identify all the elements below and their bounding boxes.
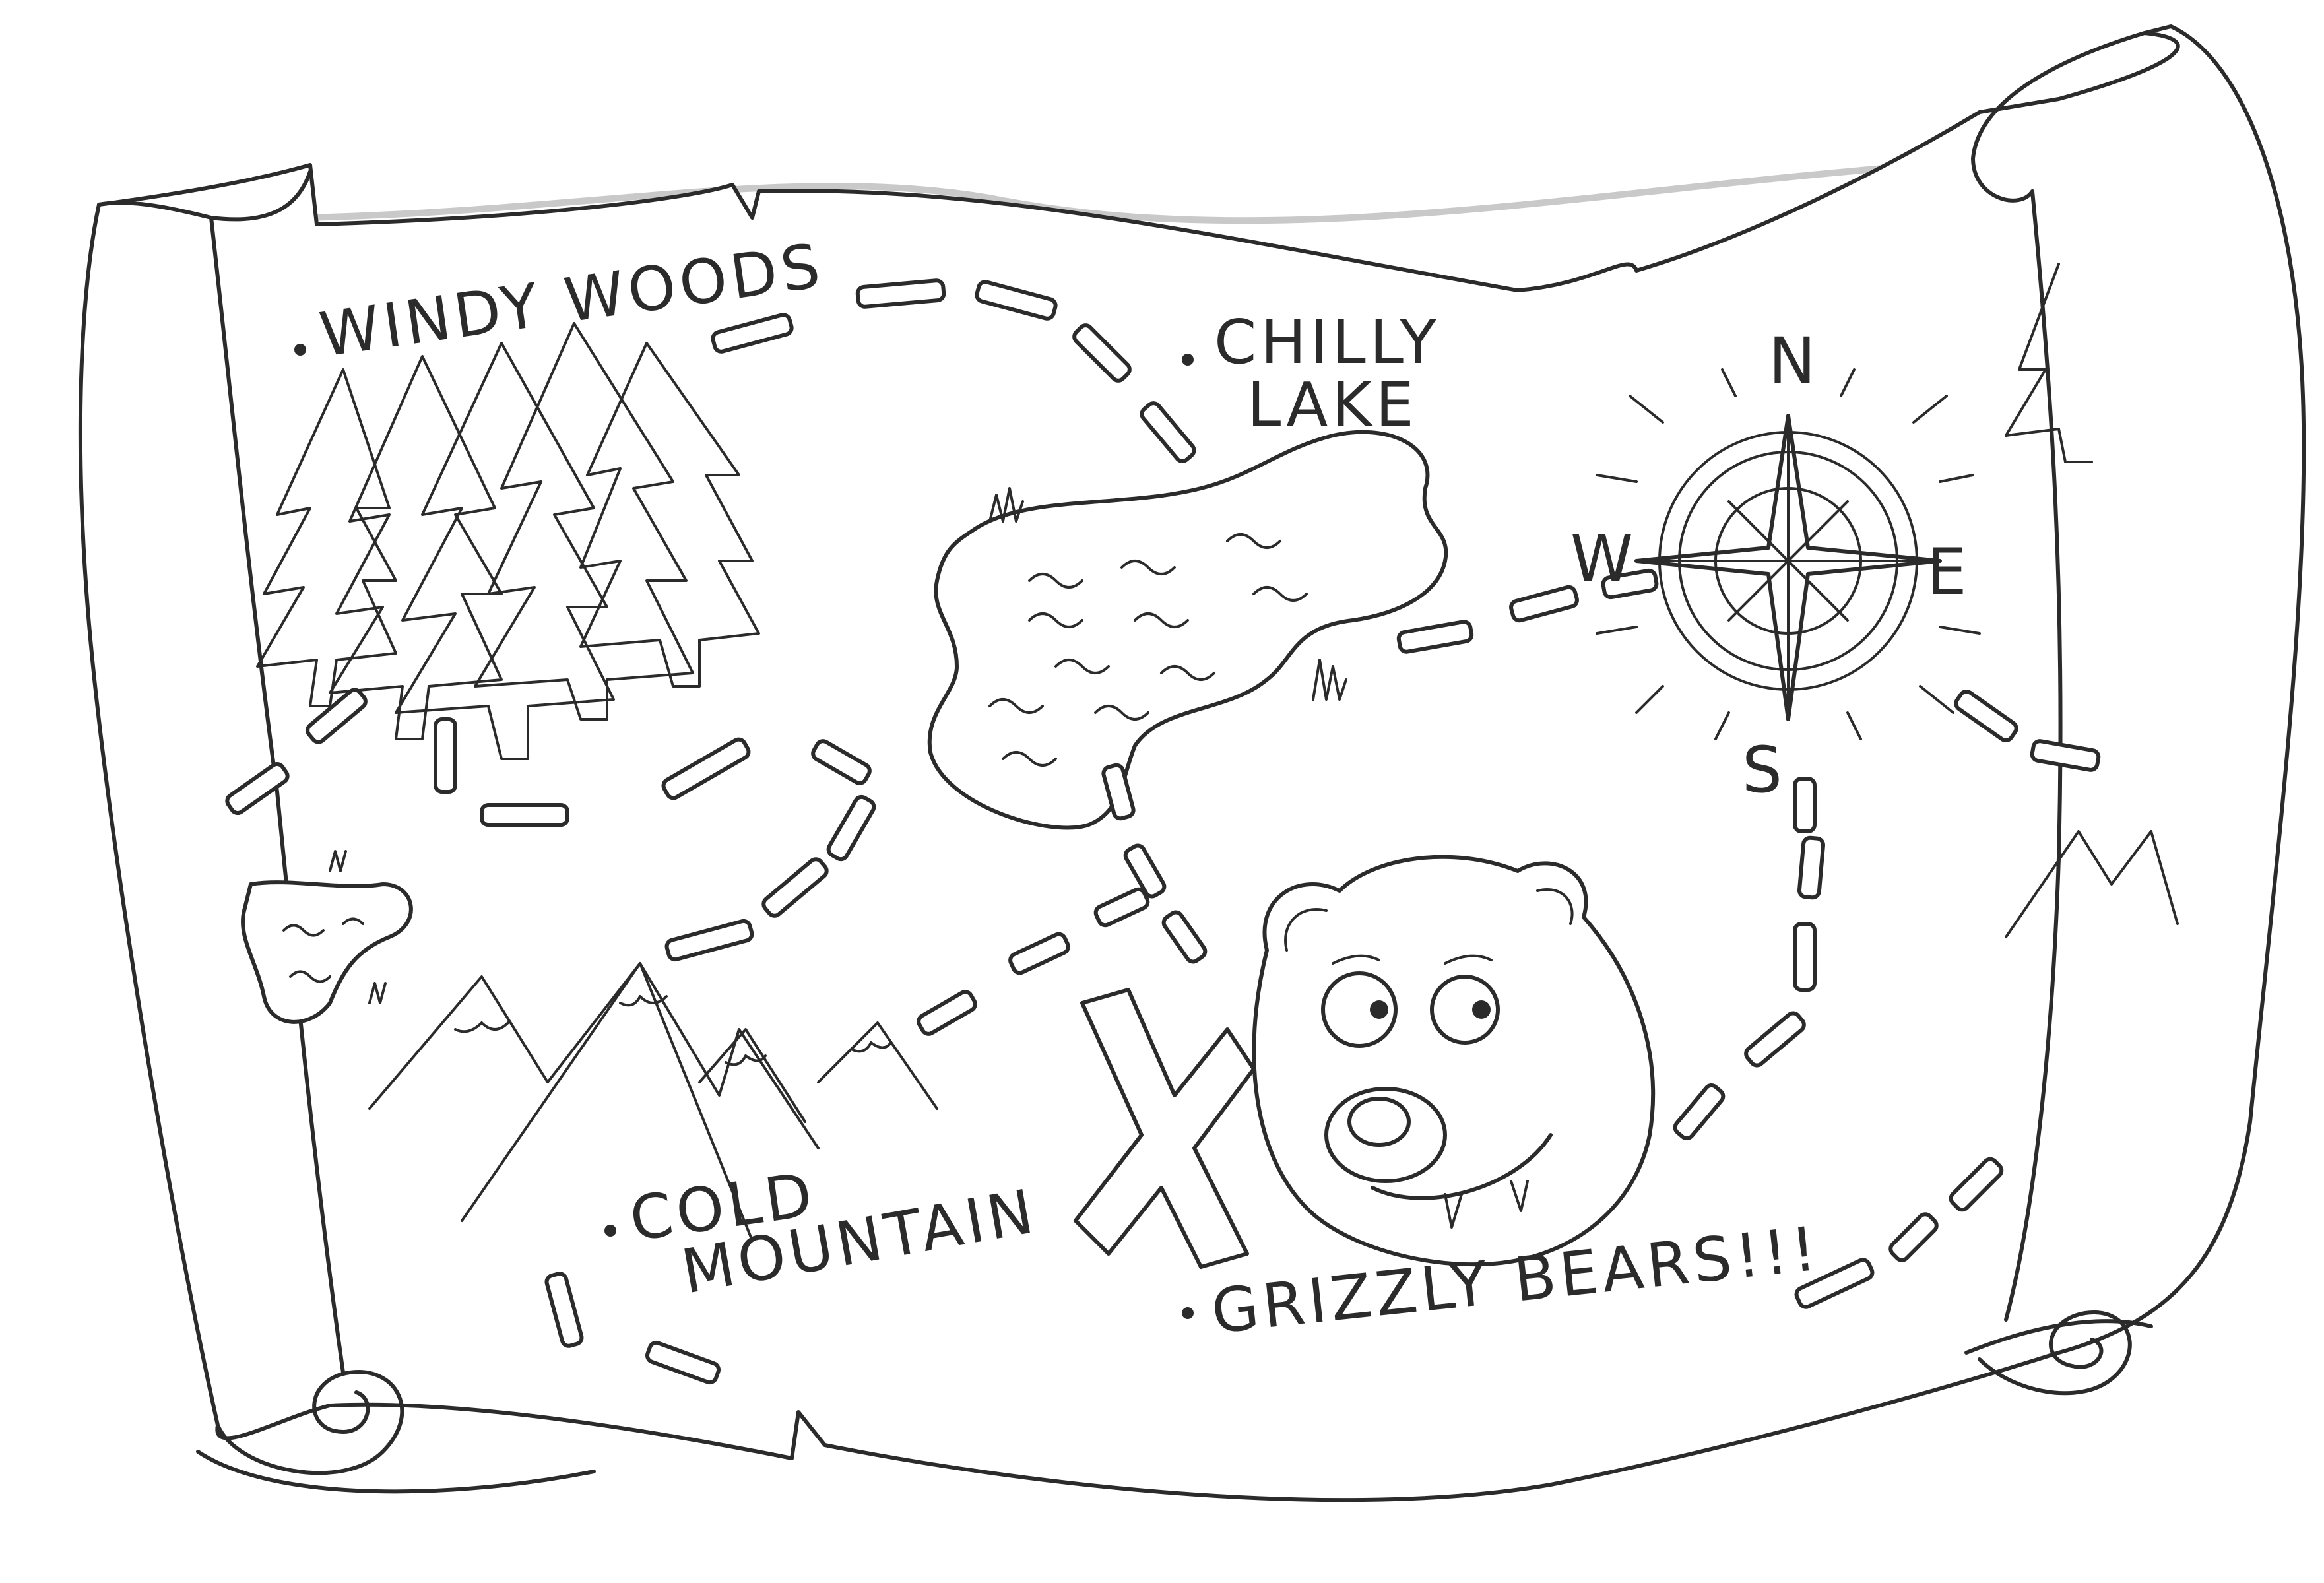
compass-rose bbox=[1596, 368, 1981, 740]
edge-tree bbox=[2005, 263, 2093, 463]
cold-mountain-range bbox=[368, 830, 2179, 1242]
grizzly-bear bbox=[1252, 855, 1656, 1267]
compass-north-label: N bbox=[1768, 324, 1816, 398]
chilly-lake bbox=[927, 430, 1448, 830]
windy-woods-trees bbox=[256, 322, 760, 760]
dashed-trail bbox=[225, 278, 2101, 1385]
scroll-paper bbox=[78, 24, 2306, 1502]
treasure-x-marker bbox=[1074, 988, 1256, 1269]
small-pond bbox=[241, 850, 413, 1024]
compass-west-label: W bbox=[1570, 522, 1633, 596]
label-chilly-lake-line1: CHILLY bbox=[1214, 307, 1440, 377]
compass-east-label: E bbox=[1927, 535, 1967, 609]
compass-south-label: S bbox=[1742, 733, 1782, 807]
label-chilly-lake-line2: LAKE bbox=[1247, 370, 1418, 440]
